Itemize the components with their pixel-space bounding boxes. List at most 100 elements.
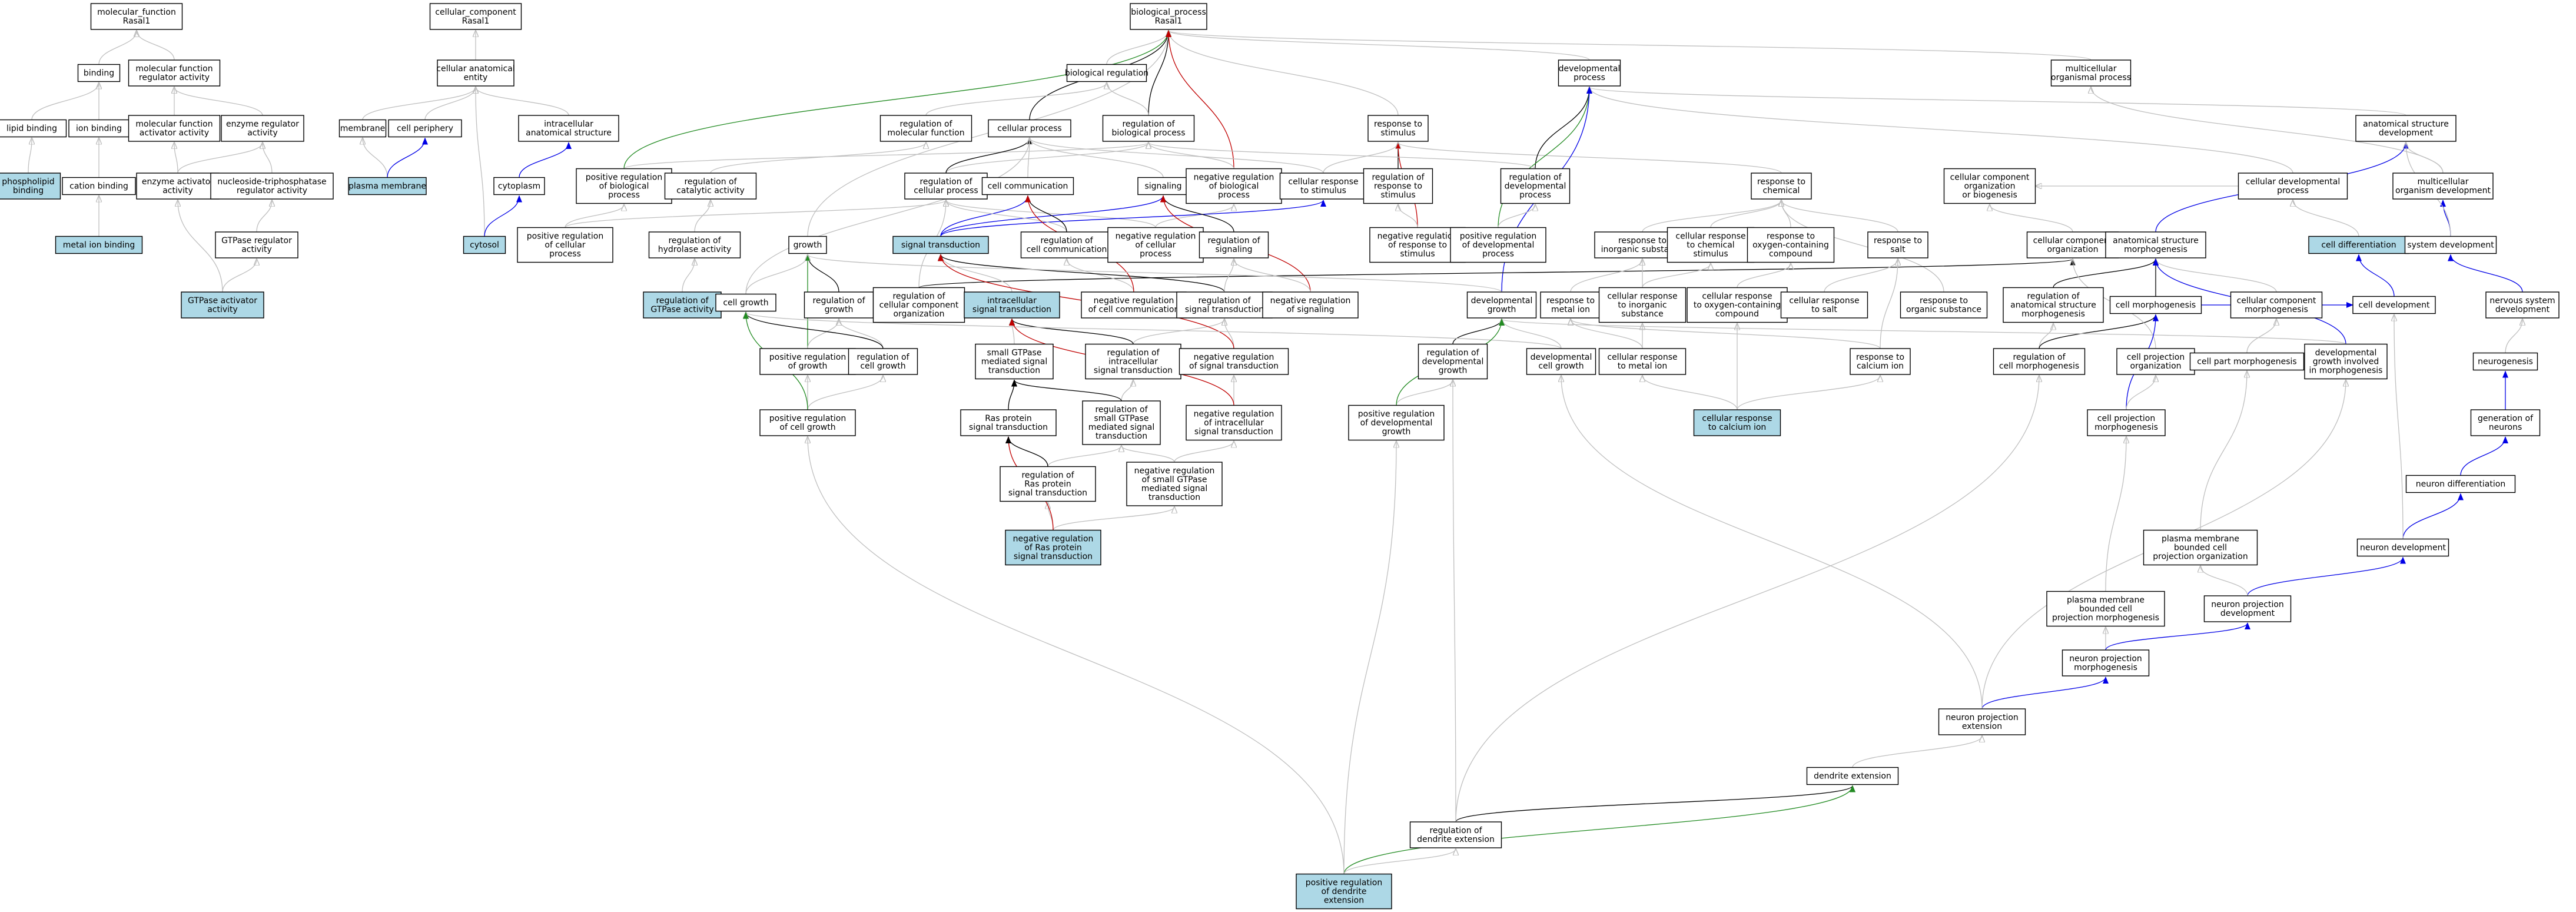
relation-edge-regulates xyxy=(1009,319,1134,344)
go-term-label: regulation of xyxy=(1122,120,1175,129)
go-term-label: mediated signal xyxy=(1141,484,1207,493)
relation-edge-regulates xyxy=(938,254,1225,293)
go-term-label: growth xyxy=(1488,305,1516,314)
relation-edge-is-a xyxy=(2126,376,2156,410)
relation-edge-is-a xyxy=(177,142,263,174)
go-term-box xyxy=(1900,291,1988,319)
go-term-box xyxy=(1066,64,1147,82)
go-term-label: process xyxy=(1519,191,1551,200)
go-term-label: cellular component xyxy=(2237,296,2316,306)
go-term-label: response to xyxy=(1874,236,1922,246)
go-term-box xyxy=(1747,227,1835,263)
go-term-label: negative regulation xyxy=(1377,232,1458,241)
go-term-box xyxy=(1126,462,1223,506)
go-term-label: Rasal1 xyxy=(123,16,151,26)
go-term-label: process xyxy=(2277,186,2309,195)
go-term-label: cell projection xyxy=(2097,414,2155,423)
go-term-box xyxy=(788,236,827,254)
go-term-label: transduction xyxy=(1148,493,1200,502)
relation-edge-is-a xyxy=(1561,376,1983,709)
go-term-label: regulator activity xyxy=(237,186,307,195)
go-term-label: of cell growth xyxy=(779,423,835,432)
relation-edge-is-a xyxy=(1737,376,1880,410)
go-term-cpm: cell part morphogenesis xyxy=(2189,352,2305,371)
go-term-label: to chemical xyxy=(1687,241,1734,250)
go-term-label: extension xyxy=(1324,896,1364,906)
relation-edge-is-a xyxy=(98,31,137,65)
go-term-label: stimulus xyxy=(1400,250,1435,259)
go-term-box xyxy=(2304,343,2388,380)
go-term-label: Ras protein xyxy=(1024,480,1071,489)
relation-edge-is-a xyxy=(1224,319,1234,349)
go-term-label: organization xyxy=(1964,182,2015,191)
relation-edge-is-a xyxy=(1852,736,1982,768)
go-term-signaling: signaling xyxy=(1137,177,1189,195)
go-term-label: in morphogenesis xyxy=(2309,366,2383,376)
go-term-bioreg: biological regulation xyxy=(1065,64,1148,82)
go-term-label: positive regulation xyxy=(769,353,846,362)
go-term-label: of Ras protein xyxy=(1024,543,1081,553)
go-term-label: to calcium ion xyxy=(1708,423,1767,432)
go-term-label: cytoplasm xyxy=(498,182,540,191)
go-term-dendext: dendrite extension xyxy=(1806,767,1899,785)
relation-edge-part-of xyxy=(1148,30,1171,116)
go-term-label: GTPase activator xyxy=(188,296,257,306)
go-term-label: stimulus xyxy=(1380,128,1415,138)
go-term-label: stimulus xyxy=(1380,191,1415,200)
go-term-label: regulation of xyxy=(1198,296,1251,306)
relation-edge-is-a xyxy=(362,87,476,120)
go-term-label: of intracellular xyxy=(1204,419,1264,428)
go-term-box xyxy=(1102,115,1195,142)
go-term-periphery: cell periphery xyxy=(388,119,462,138)
go-term-label: of signaling xyxy=(1286,305,1334,314)
go-term-box xyxy=(2470,409,2541,436)
go-term-box xyxy=(2143,529,2258,566)
go-term-label: growth xyxy=(1439,366,1468,376)
go-term-label: activity xyxy=(241,245,272,254)
go-term-label: growth involved xyxy=(2313,357,2379,367)
relation-edge-is-a xyxy=(1169,31,1590,61)
go-term-box xyxy=(62,177,136,195)
go-term-box xyxy=(90,3,183,30)
go-term-label: developmental xyxy=(2315,349,2377,358)
go-term-label: regulation of xyxy=(1372,173,1425,183)
go-term-label: metal ion xyxy=(1551,305,1590,314)
go-term-label: of dendrite xyxy=(1322,887,1367,897)
go-term-label: cellular process xyxy=(997,124,1061,134)
relation-edge-is-a xyxy=(945,142,1148,174)
relation-edge-is-a xyxy=(1107,83,1149,116)
relation-edge-is-a xyxy=(2406,142,2444,174)
relation-edge-is-a xyxy=(178,200,223,293)
go-term-label: regulation of xyxy=(899,120,952,129)
go-term-sysdev: system development xyxy=(2404,236,2497,254)
go-term-label: positive regulation xyxy=(1358,410,1435,419)
go-term-label: negative regulation xyxy=(1270,296,1351,306)
go-term-box xyxy=(0,119,67,138)
go-term-label: cellular_component xyxy=(435,8,516,17)
go-term-label: negative regulation xyxy=(1116,232,1196,241)
relation-edge-is-a xyxy=(1155,205,1234,228)
go-term-label: dendrite extension xyxy=(1417,835,1495,844)
go-term-box xyxy=(1199,231,1269,258)
go-term-label: oxygen-containing xyxy=(1752,241,1829,250)
go-term-label: molecular function xyxy=(135,64,213,74)
go-term-label: cellular response xyxy=(1607,292,1677,301)
go-term-label: process xyxy=(608,191,640,200)
relation-edge-regulates xyxy=(2053,258,2159,288)
